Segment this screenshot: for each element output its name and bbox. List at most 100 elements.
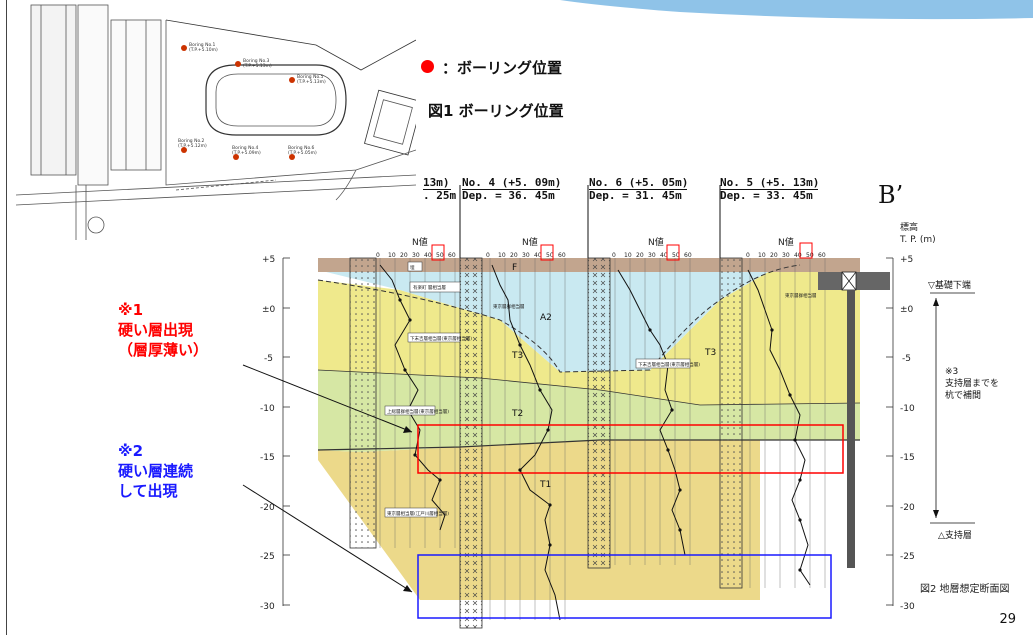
n-tick: 40 <box>660 252 668 259</box>
boring-6-elev: (T.P.+5.05m) <box>288 150 317 156</box>
n-tick: 30 <box>522 252 530 259</box>
label-t3-right: 下末吉層相当層(東京層相当層) <box>638 361 700 368</box>
borehole-no6-depth: Dep. = 31. 45m <box>589 189 682 202</box>
header-rule <box>462 189 560 190</box>
site-plan-map: Boring No.1 (T.P.+5.10m) Boring No.3 (T.… <box>16 4 416 240</box>
borehole-header-no6: No. 6 (+5. 05m) Dep. = 31. 45m <box>589 177 688 202</box>
n-tick: 0 <box>376 252 380 259</box>
note1: ※1 硬い層出現 （層厚薄い） <box>118 300 208 360</box>
note3-mark: ※3 <box>945 367 958 377</box>
n-value-label-a: N値 <box>412 236 428 248</box>
note1-line2: （層厚薄い） <box>118 341 209 359</box>
label-t3-left: 下末吉層相当層(東京層相当層) <box>410 335 472 342</box>
elev-tick-right: ±0 <box>900 305 914 315</box>
n-tick: 40 <box>424 252 432 259</box>
elev-tick-left: -25 <box>260 552 275 562</box>
foundation-bottom-label: ▽基礎下端 <box>928 279 971 291</box>
label-fill: 埋 <box>410 264 415 271</box>
elev-axis-label: 標高 <box>900 221 918 233</box>
n-tick: 0 <box>486 252 490 259</box>
elev-tick-left: +5 <box>262 255 275 265</box>
n-tick: 30 <box>648 252 656 259</box>
label-yurakucho: 有楽町 層相当層 <box>413 284 446 291</box>
n-value-label-c: N値 <box>648 236 664 248</box>
elev-tick-right: -10 <box>900 404 915 414</box>
n-tick: 10 <box>498 252 506 259</box>
note3-line1: 支持層までを <box>945 377 999 389</box>
n-tick: 50 <box>806 252 814 259</box>
slide-border <box>6 0 7 635</box>
section-end-label: B’ <box>878 181 904 209</box>
borehole-no5-depth: Dep. = 33. 45m <box>720 189 813 202</box>
boring-4-elev: (T.P.+5.09m) <box>232 150 261 156</box>
elev-tick-right: -25 <box>900 552 915 562</box>
hard-layer-box-2 <box>417 554 832 619</box>
layer-label-T3-right: T3 <box>704 348 716 358</box>
n-tick: 60 <box>818 252 826 259</box>
note1-line1: 硬い層出現 <box>118 321 194 339</box>
figure1-caption: 図1 ボーリング位置 <box>428 102 564 120</box>
page-number: 29 <box>999 612 1016 627</box>
borehole-no4-title: No. 4 (+5. 09m) <box>462 176 562 189</box>
header-rule <box>589 189 687 190</box>
boring-5-elev: (T.P.+5.13m) <box>297 79 326 85</box>
n-tick: 40 <box>534 252 542 259</box>
n-tick: 20 <box>510 252 518 259</box>
label-t1: 東京層相当層(江戸川層相当層) <box>387 510 449 517</box>
n-tick: 10 <box>388 252 396 259</box>
layer-label-T2: T2 <box>511 409 523 419</box>
elev-axis-unit: T. P. (m) <box>899 235 936 245</box>
n-tick: 60 <box>448 252 456 259</box>
layer-label-A2: A2 <box>540 313 552 323</box>
n-tick: 50 <box>672 252 680 259</box>
layer-label-T3: T3 <box>511 351 523 361</box>
n-tick: 30 <box>412 252 420 259</box>
borehole-no6-title: No. 6 (+5. 05m) <box>589 176 689 189</box>
n-tick: 0 <box>612 252 616 259</box>
label-t2: 上総層群相当層(東京層相当層) <box>387 408 449 415</box>
pile <box>847 290 855 568</box>
boring-6-label: Boring No.6 <box>288 145 315 151</box>
n-tick: 10 <box>758 252 766 259</box>
layer-label-T1: T1 <box>539 480 551 490</box>
boring-2-elev: (T.P.+5.12m) <box>178 143 207 149</box>
elev-tick-left: -5 <box>264 354 273 364</box>
support-layer-label: △支持層 <box>938 529 972 541</box>
figure2-caption: 図2 地層想定断面図 <box>920 584 1010 595</box>
note2-line2: して出現 <box>118 482 178 500</box>
note1-mark: ※1 <box>118 301 144 319</box>
n-tick: 10 <box>624 252 632 259</box>
note2-line1: 硬い層連続 <box>118 462 194 480</box>
note2-mark: ※2 <box>118 442 144 460</box>
boring-1-label: Boring No.1 <box>189 42 216 48</box>
elev-tick-right: +5 <box>900 255 913 265</box>
elev-tick-left: -10 <box>260 404 275 414</box>
borehole-header-no4: No. 4 (+5. 09m) Dep. = 36. 45m <box>462 177 561 202</box>
borehole-partial-depth: . 25m <box>423 189 457 202</box>
borehole-no4-depth: Dep. = 36. 45m <box>462 189 555 202</box>
n-tick: 20 <box>636 252 644 259</box>
elev-tick-left: -20 <box>260 503 275 513</box>
elev-tick-right: -30 <box>900 602 915 612</box>
boring-1-elev: (T.P.+5.10m) <box>189 47 218 53</box>
header-rule <box>720 189 818 190</box>
boring-4-label: Boring No.4 <box>232 145 259 151</box>
n-value-label-b: N値 <box>522 236 538 248</box>
elev-tick-left: -30 <box>260 602 275 612</box>
note3-line2: 杭で補間 <box>945 389 981 401</box>
boring-2-label: Boring No.2 <box>178 138 205 144</box>
label-tokyo-right: 東京層群相当層 <box>785 292 817 299</box>
note2: ※2 硬い層連続 して出現 <box>118 441 193 501</box>
hard-layer-box-1 <box>417 424 844 474</box>
n-tick: 50 <box>546 252 554 259</box>
boring-3-label: Boring No.3 <box>243 58 270 64</box>
n-tick: 50 <box>436 252 444 259</box>
n-tick: 40 <box>794 252 802 259</box>
n-tick: 20 <box>400 252 408 259</box>
header-rule <box>423 189 451 190</box>
elev-tick-right: -20 <box>900 503 915 513</box>
n-tick: 30 <box>782 252 790 259</box>
boring-5-label: Boring No.5 <box>297 74 324 80</box>
n-value-label-d: N値 <box>778 236 794 248</box>
